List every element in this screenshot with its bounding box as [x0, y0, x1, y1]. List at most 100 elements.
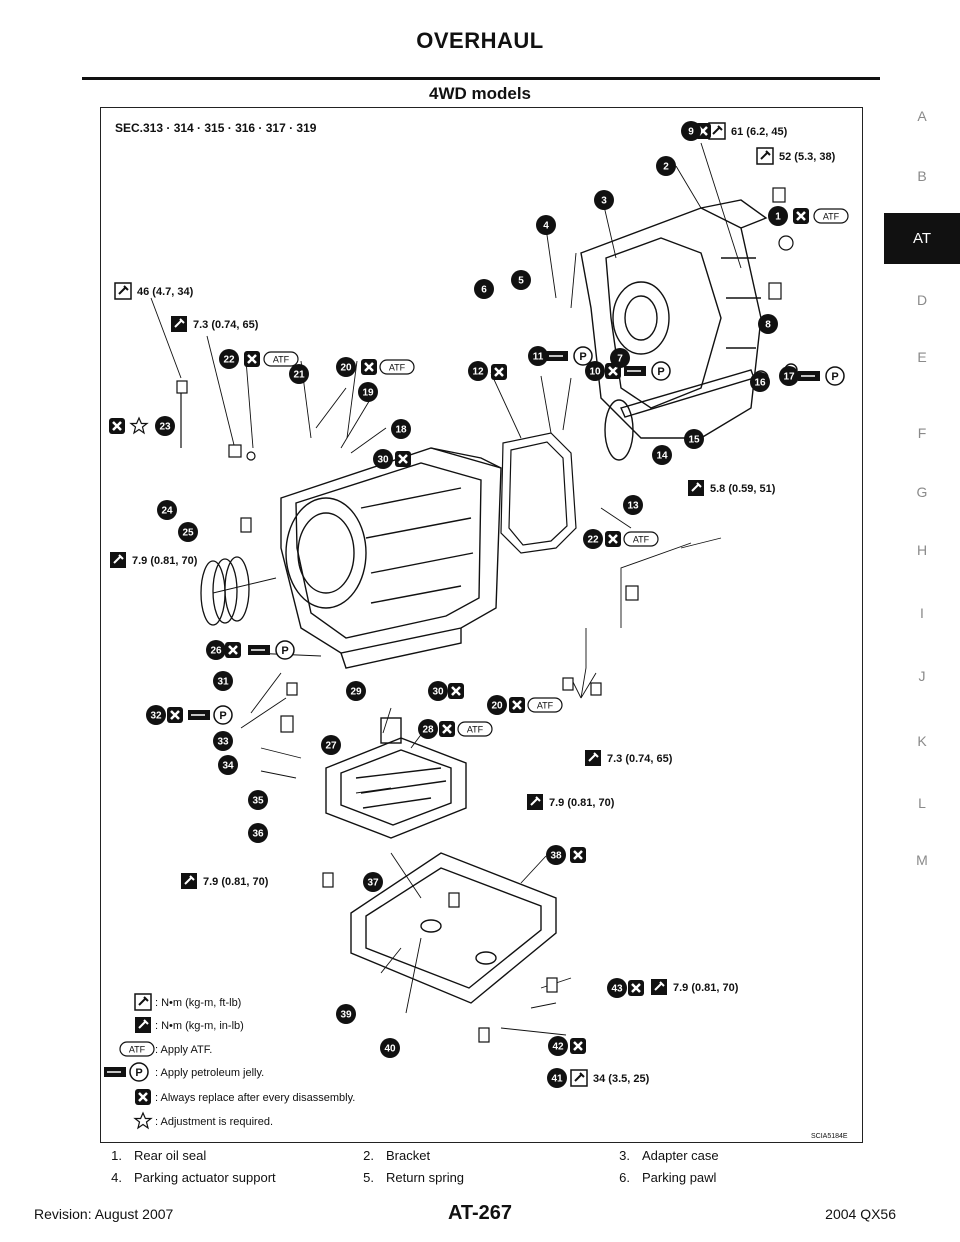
torque-label: 7.9 (0.81, 70) [203, 876, 269, 888]
parts-row: 4.Parking actuator support 5.Return spri… [100, 1170, 863, 1192]
callout-number: 33 [217, 737, 229, 748]
callout-number: 19 [362, 388, 374, 399]
side-index-letter[interactable]: G [916, 484, 928, 500]
leader-lines [150, 142, 742, 1036]
callout-number: 34 [222, 761, 234, 772]
legend-entry: : Always replace after every disassembly… [155, 1092, 355, 1104]
callout-number: 14 [656, 451, 668, 462]
parts-item: 1.Rear oil seal [111, 1148, 207, 1163]
side-index: A B AT D E F G H I J K L M [884, 0, 960, 1242]
callout-number: 7 [617, 354, 623, 365]
torque-label: 46 (4.7, 34) [137, 286, 194, 298]
side-index-letter[interactable]: E [917, 349, 927, 365]
callout-number: 27 [325, 741, 337, 752]
callout-number: 25 [182, 528, 194, 539]
side-index-letter[interactable]: A [917, 108, 927, 124]
footer-revision: Revision: August 2007 [34, 1206, 174, 1222]
callout-number: 15 [688, 435, 700, 446]
adapter-case-drawing [580, 199, 768, 439]
callout-number: 37 [367, 878, 379, 889]
callout-number: 12 [472, 367, 484, 378]
parts-list: 1.Rear oil seal 2.Bracket 3.Adapter case… [100, 1148, 863, 1192]
torque-label: 7.9 (0.81, 70) [549, 797, 615, 809]
callout-markers: 9 2 3 1 4 5 6 8 7 22 20 11 19 12 10 21 1… [146, 121, 799, 1088]
oil-pan-drawing [350, 852, 557, 1004]
legend-entry: : Apply ATF. [155, 1044, 212, 1056]
callout-number: 35 [252, 796, 264, 807]
side-index-letter[interactable]: D [916, 292, 928, 308]
legend-entry: : Apply petroleum jelly. [155, 1067, 264, 1079]
callout-number: 5 [518, 276, 524, 287]
torque-label: 52 (5.3, 38) [779, 151, 836, 163]
gasket-drawing [500, 432, 577, 554]
side-index-letter[interactable]: M [916, 852, 928, 868]
small-parts-drawing [176, 187, 794, 1043]
side-index-letter[interactable]: I [920, 605, 924, 621]
callout-number: 31 [217, 677, 229, 688]
callout-number: 30 [432, 687, 444, 698]
callout-number: 16 [754, 378, 766, 389]
torque-label: 5.8 (0.59, 51) [710, 483, 776, 495]
callout-number: 11 [533, 352, 544, 363]
callout-number: 9 [688, 127, 694, 138]
symbol-legend: : N•m (kg-m, ft-lb) : N•m (kg-m, in-lb) … [103, 993, 355, 1129]
header-rule [82, 77, 880, 80]
section-code: SEC.313 · 314 · 315 · 316 · 317 · 319 [115, 121, 317, 135]
exploded-view-figure: P ATF SEC.313 · 314 · 315 · 316 · 317 · … [100, 107, 863, 1143]
side-index-letter[interactable]: B [917, 168, 927, 184]
callout-number: 2 [663, 162, 669, 173]
transmission-case-drawing [280, 447, 502, 669]
parts-item: 5.Return spring [363, 1170, 465, 1185]
callout-number: 8 [765, 320, 771, 331]
parts-row: 1.Rear oil seal 2.Bracket 3.Adapter case [100, 1148, 863, 1170]
side-index-letter[interactable]: K [917, 733, 927, 749]
callout-number: 20 [491, 701, 503, 712]
callout-number: 17 [783, 372, 795, 383]
callout-number: 13 [627, 501, 639, 512]
callout-number: 41 [551, 1074, 563, 1085]
legend-entry: : Adjustment is required. [155, 1116, 273, 1128]
callout-number: 42 [552, 1042, 564, 1053]
legend-entry: : N•m (kg-m, ft-lb) [155, 997, 241, 1009]
section-title: 4WD models [428, 84, 532, 103]
torque-label: 7.3 (0.74, 65) [193, 319, 259, 331]
callout-number: 24 [161, 506, 173, 517]
callout-number: 18 [395, 425, 407, 436]
side-index-letter-active[interactable]: AT [884, 213, 960, 264]
callout-number: 39 [340, 1010, 352, 1021]
callout-number: 43 [611, 984, 623, 995]
torque-label: 7.9 (0.81, 70) [132, 555, 198, 567]
callout-number: 22 [223, 355, 235, 366]
callout-number: 26 [210, 646, 222, 657]
torque-label: 34 (3.5, 25) [593, 1073, 650, 1085]
figure-id: SCIA5184E [811, 1133, 848, 1140]
callout-number: 1 [775, 212, 781, 223]
callout-number: 23 [159, 422, 171, 433]
side-index-letter[interactable]: J [918, 668, 926, 684]
callout-number: 29 [350, 687, 362, 698]
parts-item: 6.Parking pawl [619, 1170, 717, 1185]
callout-number: 20 [340, 363, 352, 374]
o-rings-drawing [200, 556, 250, 626]
callout-number: 40 [384, 1044, 396, 1055]
parts-item: 4.Parking actuator support [111, 1170, 276, 1185]
callout-number: 30 [377, 455, 389, 466]
callout-number: 28 [422, 725, 434, 736]
callout-number: 4 [543, 221, 549, 232]
callout-number: 22 [587, 535, 599, 546]
footer-page-number: AT-267 [447, 1202, 513, 1224]
legend-entry: : N•m (kg-m, in-lb) [155, 1020, 244, 1032]
footer-model: 2004 QX56 [825, 1206, 896, 1222]
callout-number: 21 [293, 370, 305, 381]
control-valve-drawing [325, 717, 467, 839]
side-index-letter[interactable]: L [918, 795, 926, 811]
side-index-letter[interactable]: H [916, 542, 928, 558]
torque-label: 61 (6.2, 45) [731, 126, 788, 138]
callout-number: 10 [589, 367, 601, 378]
torque-label: 7.3 (0.74, 65) [607, 753, 673, 765]
side-index-letter[interactable]: F [917, 425, 927, 441]
callout-number: 36 [252, 829, 264, 840]
callout-number: 6 [481, 285, 487, 296]
torque-label: 7.9 (0.81, 70) [673, 982, 739, 994]
callout-number: 32 [150, 711, 162, 722]
